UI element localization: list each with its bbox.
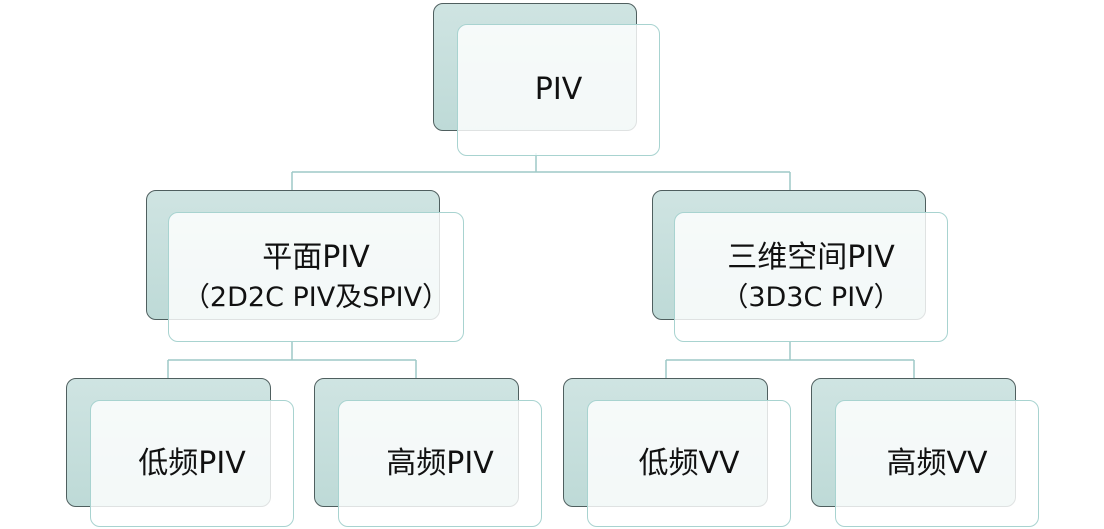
node-low-freq-vv-front: 低频VV [587,400,791,527]
node-high-freq-vv-label: 高频VV [886,445,988,481]
node-3d-piv-front: 三维空间PIV （3D3C PIV） [674,212,948,342]
node-planar-piv-front: 平面PIV （2D2C PIV及SPIV） [168,212,464,342]
node-planar-piv-title: 平面PIV [262,240,370,276]
node-3d-piv-title: 三维空间PIV [727,240,895,276]
node-3d-piv-subtitle: （3D3C PIV） [721,282,901,314]
node-root-front: PIV [457,24,660,156]
node-high-freq-piv-front: 高频PIV [338,400,542,527]
node-high-freq-vv-front: 高频VV [835,400,1039,527]
node-low-freq-vv-label: 低频VV [638,445,740,481]
node-high-freq-piv-label: 高频PIV [386,445,494,481]
node-low-freq-piv-front: 低频PIV [90,400,294,527]
node-planar-piv-subtitle: （2D2C PIV及SPIV） [182,282,450,314]
node-root-label: PIV [534,72,583,107]
node-low-freq-piv-label: 低频PIV [138,445,246,481]
